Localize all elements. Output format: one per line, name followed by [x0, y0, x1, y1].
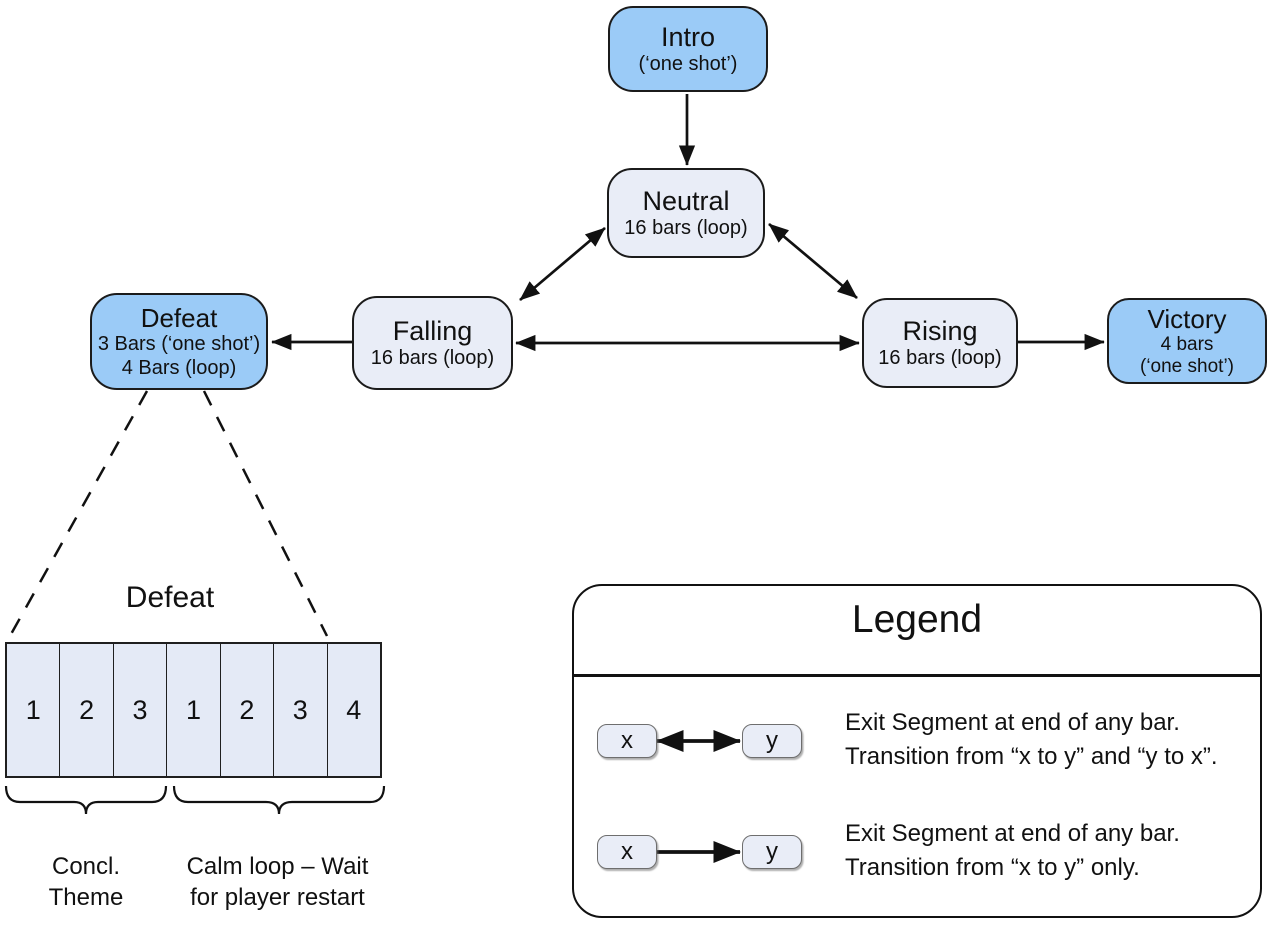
legend-desc-line: Transition from “x to y” and “y to x”.: [845, 743, 1218, 770]
state-subtitle: 16 bars (loop): [370, 347, 495, 370]
legend-row-description: Exit Segment at end of any bar. Transiti…: [845, 706, 1265, 774]
legend-x-box: x: [597, 724, 657, 758]
bar-cell: 1: [167, 644, 221, 776]
legend-y-box: y: [742, 724, 802, 758]
calm-loop-label: Calm loop – Wait for player restart: [155, 851, 400, 913]
legend-row-description: Exit Segment at end of any bar. Transiti…: [845, 817, 1265, 885]
expansion-title: Defeat: [125, 581, 215, 614]
state-title: Intro: [660, 21, 716, 52]
state-title: Falling: [392, 315, 473, 346]
bar-cell: 2: [221, 644, 275, 776]
brace-label-line: Theme: [48, 884, 124, 911]
concl-theme-brace: [4, 785, 168, 815]
state-node-victory: Victory 4 bars (‘one shot’): [1107, 298, 1267, 384]
brace-label-line: for player restart: [190, 884, 365, 911]
state-title: Defeat: [140, 303, 218, 334]
state-title: Rising: [902, 315, 978, 346]
bar-cell: 1: [7, 644, 61, 776]
bar-cell: 3: [274, 644, 328, 776]
state-node-intro: Intro (‘one shot’): [608, 6, 768, 92]
brace-label-line: Calm loop – Wait: [186, 853, 369, 880]
state-subtitle: 3 Bars (‘one shot’): [97, 333, 261, 356]
legend-y-box: y: [742, 835, 802, 869]
legend-desc-line: Exit Segment at end of any bar.: [845, 709, 1180, 736]
brace-label-line: Concl.: [51, 853, 121, 880]
state-title: Victory: [1147, 303, 1227, 334]
state-node-neutral: Neutral 16 bars (loop): [607, 168, 765, 258]
state-node-rising: Rising 16 bars (loop): [862, 298, 1018, 388]
state-title: Neutral: [642, 185, 730, 216]
state-subtitle: 4 Bars (loop): [121, 356, 237, 379]
state-subtitle: (‘one shot’): [1140, 356, 1234, 378]
bar-cell: 2: [60, 644, 114, 776]
legend-desc-line: Transition from “x to y” only.: [845, 854, 1140, 881]
defeat-bar-strip: 1 2 3 1 2 3 4: [5, 642, 382, 778]
neutral-rising-arrow: [768, 222, 858, 300]
state-subtitle: 16 bars (loop): [878, 347, 1002, 370]
legend-x-box: x: [597, 835, 657, 869]
state-node-falling: Falling 16 bars (loop): [352, 296, 513, 390]
legend-title: Legend: [851, 598, 983, 641]
calm-loop-brace: [172, 785, 386, 815]
legend-desc-line: Exit Segment at end of any bar.: [845, 820, 1180, 847]
bar-cell: 4: [346, 694, 362, 725]
bar-cell: 3: [114, 644, 168, 776]
state-subtitle: 16 bars (loop): [624, 217, 748, 240]
legend-divider: [574, 674, 1260, 677]
neutral-falling-arrow: [519, 226, 606, 302]
state-subtitle: (‘one shot’): [638, 53, 738, 76]
concl-theme-label: Concl. Theme: [6, 851, 166, 913]
state-node-defeat: Defeat 3 Bars (‘one shot’) 4 Bars (loop): [90, 293, 268, 390]
state-subtitle: 4 bars: [1160, 334, 1214, 356]
